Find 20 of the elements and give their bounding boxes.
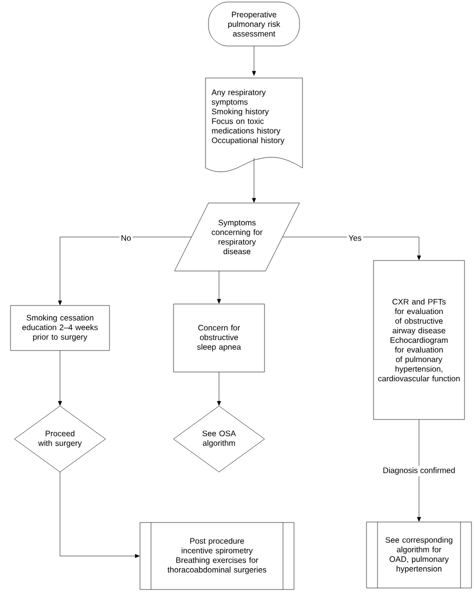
edge-label: No [119,234,133,242]
start-terminal: Preoperative pulmonary risk assessment [208,2,300,46]
process-box: Concern for obstructive sleep apnea [173,304,265,372]
arrow [282,236,421,260]
document-box: Any respiratory symptoms Smoking history Focus on toxic medications history Occupational history [205,78,303,172]
predefined-process-box: See corresponding algorithm for OAD, pulmonary hypertension [366,522,472,588]
predefined-process-box: Post procedure incentive spirometry Breathing exercises for thoracoabdominal surgeries [140,522,294,590]
decision-parallelogram: Symptoms concerning for respiratory disease [174,202,300,272]
arrow [58,350,62,406]
arrow [417,419,421,522]
arrow [217,372,221,406]
edge-label: Diagnosis confirmed [381,466,457,476]
process-box: Smoking cessation education 2–4 weeks prior to surgery [10,305,110,351]
arrow [252,158,256,203]
arrow [58,236,192,306]
arrow [252,46,256,76]
arrow [217,270,221,304]
process-box: CXR and PFTs for evaluation of obstructive airway disease Echocardiogram for evaluation of pulmonary hypertension, cardiovascular function [373,260,465,420]
edge-label: Yes [346,234,364,242]
arrow [60,472,140,558]
